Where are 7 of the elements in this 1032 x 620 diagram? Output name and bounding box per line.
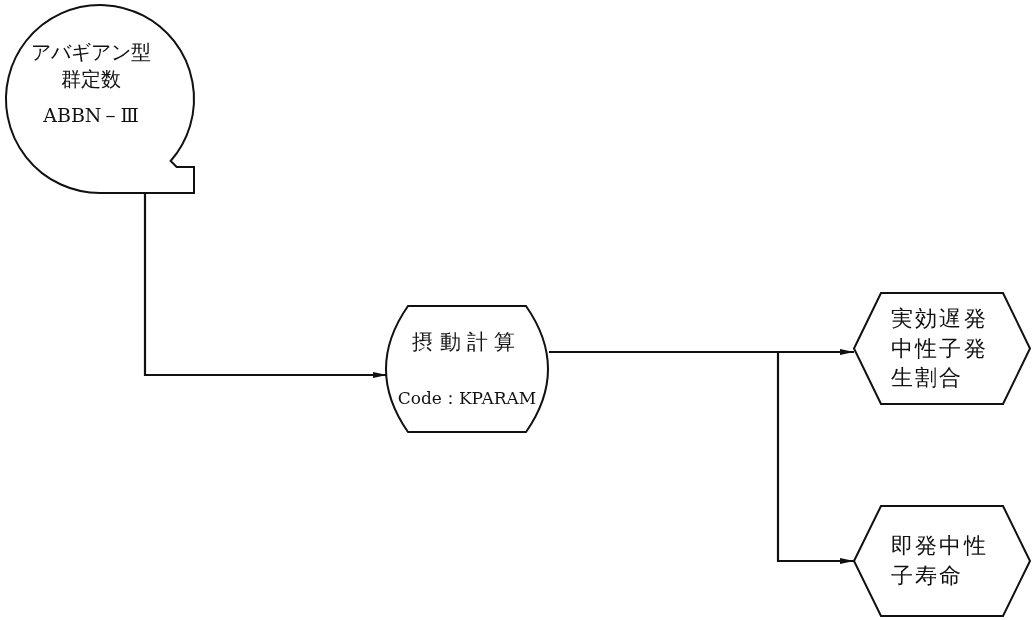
node-label: 摂動計算 bbox=[412, 329, 522, 357]
node-label: 即発中性子寿命 bbox=[891, 532, 989, 590]
node-label: 実効遅発中性子発生割合 bbox=[891, 304, 989, 393]
node-label: ABBN－Ⅲ bbox=[43, 103, 139, 129]
node-label: アバギアン型群定数 bbox=[31, 39, 151, 94]
node-label: Code：KPARAM bbox=[397, 386, 537, 410]
arrow bbox=[143, 194, 387, 378]
